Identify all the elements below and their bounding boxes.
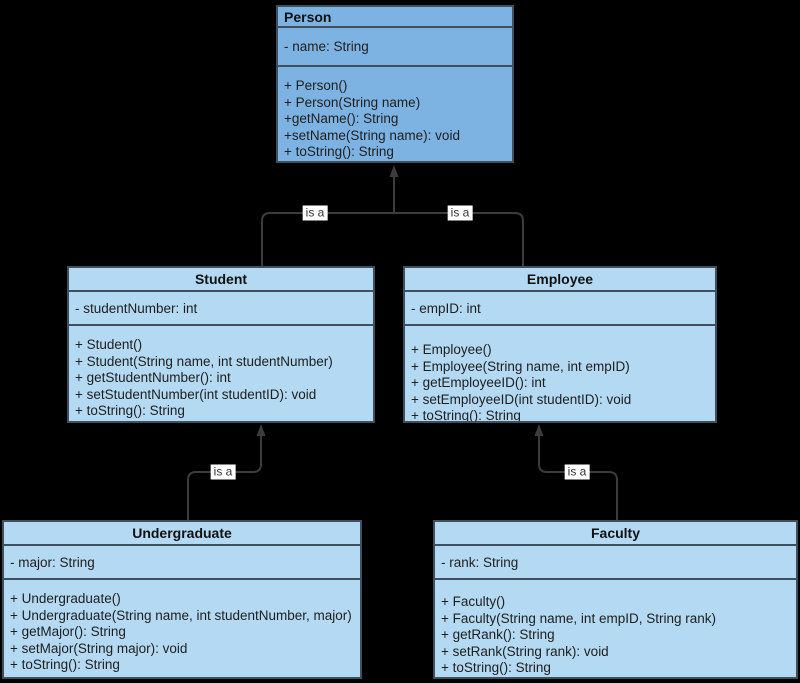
class-method: + Undergraduate(String name, int student… <box>10 607 352 623</box>
arrowhead-icon <box>534 424 544 436</box>
class-method: +setName(String name): void <box>284 127 460 143</box>
class-title: Faculty <box>435 522 796 546</box>
class-methods: + Employee() + Employee(String name, int… <box>405 326 715 421</box>
class-methods: + Undergraduate() + Undergraduate(String… <box>4 580 360 677</box>
class-method: +getName(): String <box>284 111 399 126</box>
class-method: + Person() <box>284 78 348 93</box>
class-method: + setStudentNumber(int studentID): void <box>75 386 317 402</box>
class-box-student[interactable]: Student - studentNumber: int + Student()… <box>67 266 375 423</box>
edge-label-faculty-is-a-employee[interactable]: is a <box>564 464 590 480</box>
class-methods: + Student() + Student(String name, int s… <box>69 326 373 421</box>
class-box-employee[interactable]: Employee - empID: int + Employee() + Emp… <box>403 266 717 423</box>
class-box-faculty[interactable]: Faculty - rank: String + Faculty() + Fac… <box>433 520 798 679</box>
class-method: + Student() <box>75 337 143 352</box>
class-attribute: - studentNumber: int <box>69 292 373 326</box>
class-method: + Undergraduate() <box>10 591 121 606</box>
edge-line[interactable] <box>261 212 524 266</box>
class-title: Employee <box>405 268 715 292</box>
class-title: Student <box>69 268 373 292</box>
class-method: + Employee(String name, int empID) <box>411 358 630 374</box>
class-attribute: - empID: int <box>405 292 715 326</box>
class-method: + Student(String name, int studentNumber… <box>75 353 333 369</box>
class-method: + setMajor(String major): void <box>10 640 188 656</box>
edge-student-employee-to-person[interactable] <box>261 165 524 266</box>
class-method: + getRank(): String <box>441 627 555 642</box>
class-method: + getMajor(): String <box>10 624 126 639</box>
edge-label-employee-is-a-person[interactable]: is a <box>447 205 473 221</box>
class-methods: + Person() + Person(String name) +getNam… <box>278 67 512 161</box>
class-method: + setEmployeeID(int studentID): void <box>411 391 632 407</box>
class-method: + Employee() <box>411 342 492 357</box>
arrowhead-icon <box>389 165 399 177</box>
class-method: + toString(): String <box>284 144 394 159</box>
class-attribute: - major: String <box>4 546 360 580</box>
class-box-person[interactable]: Person - name: String + Person() + Perso… <box>276 5 514 163</box>
class-methods: + Faculty() + Faculty(String name, int e… <box>435 580 796 677</box>
arrowhead-icon <box>256 424 266 436</box>
class-title: Person <box>278 7 512 28</box>
edge-label-student-is-a-person[interactable]: is a <box>302 205 328 221</box>
class-attribute: - name: String <box>278 28 512 67</box>
edge-label-undergraduate-is-a-student[interactable]: is a <box>210 464 236 480</box>
class-method: + toString(): String <box>75 403 185 418</box>
class-method: + Faculty() <box>441 594 506 609</box>
class-method: + Faculty(String name, int empID, String… <box>441 610 716 626</box>
class-method: + toString(): String <box>441 660 551 675</box>
class-method: + getStudentNumber(): int <box>75 370 231 385</box>
class-title: Undergraduate <box>4 522 360 546</box>
class-method: + Person(String name) <box>284 94 421 110</box>
class-attribute: - rank: String <box>435 546 796 580</box>
class-box-undergraduate[interactable]: Undergraduate - major: String + Undergra… <box>2 520 362 679</box>
class-method: + toString(): String <box>411 408 521 421</box>
class-method: + setRank(String rank): void <box>441 643 609 659</box>
class-method: + getEmployeeID(): int <box>411 375 546 390</box>
class-method: + toString(): String <box>10 657 120 672</box>
